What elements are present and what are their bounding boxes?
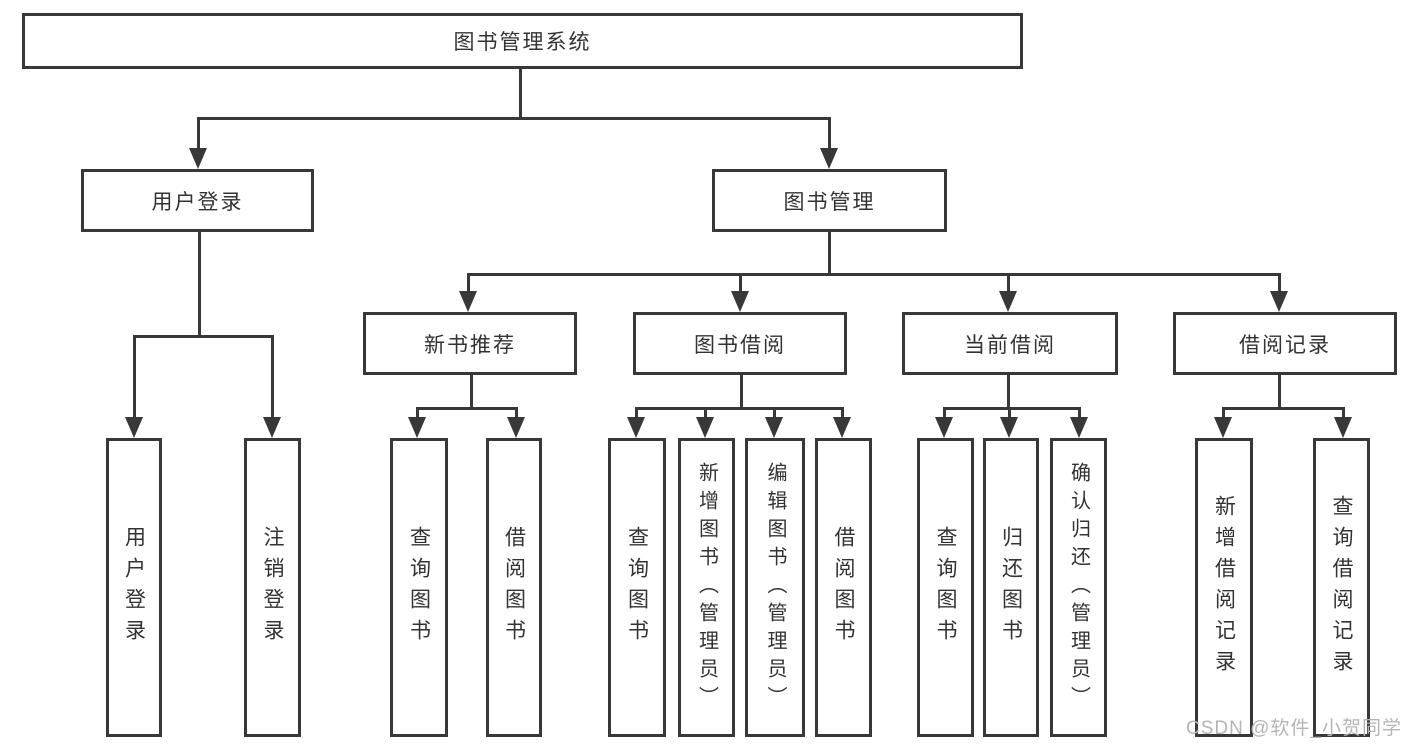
connector-drop-cb-confirm [1078,407,1081,419]
connector-br-bus [1222,407,1345,410]
arrowhead-icon [125,417,143,438]
connector-drop-cb-query [943,407,946,419]
connector-nbr-bus [416,407,518,410]
node-current-borrow: 当前借阅 [902,312,1118,375]
arrowhead-icon [820,148,838,169]
connector-cb-stem [1007,375,1010,407]
arrowhead-icon [189,148,207,169]
leaf-cb-confirm-return-admin: 确认归还（管理员） [1050,438,1107,737]
node-root: 图书管理系统 [22,13,1023,69]
arrowhead-icon [1000,417,1018,438]
arrowhead-icon [1070,417,1088,438]
connector-drop-nbr-query [416,407,419,419]
arrowhead-icon [459,291,477,312]
leaf-br-query-record: 查询借阅记录 [1313,438,1370,737]
arrowhead-icon [935,417,953,438]
connector-cb-bus [943,407,1081,410]
watermark: CSDN @软件_小贺同学 [1186,718,1402,739]
arrowhead-icon [263,417,281,438]
connector-drop-bb-add [704,407,707,419]
arrowhead-icon [1334,417,1352,438]
connector-drop-user-login [197,117,200,150]
node-new-book-recommend: 新书推荐 [363,312,577,375]
leaf-bb-borrow-book: 借阅图书 [815,438,872,737]
arrowhead-icon [833,417,851,438]
connector-drop-ul-login [133,335,136,418]
arrowhead-icon [765,417,783,438]
arrowhead-icon [1270,291,1288,312]
connector-drop-bb-edit [773,407,776,419]
node-book-management: 图书管理 [712,169,947,232]
leaf-nbr-borrow-book: 借阅图书 [486,438,542,737]
connector-bb-bus [635,407,844,410]
connector-drop-book-borrow [739,273,742,293]
arrowhead-icon [731,291,749,312]
connector-drop-new-book-recommend [467,273,470,293]
arrowhead-icon [696,417,714,438]
connector-drop-book-management [828,117,831,150]
leaf-cb-query-book: 查询图书 [917,438,974,737]
leaf-bb-edit-book-admin: 编辑图书（管理员） [745,438,805,737]
arrowhead-icon [507,417,525,438]
leaf-bb-add-book-admin: 新增图书（管理员） [678,438,735,737]
connector-drop-br-add [1222,407,1225,419]
connector-root-stem [519,69,522,117]
connector-drop-cb-return [1008,407,1011,419]
connector-nbr-stem [470,375,473,407]
connector-br-stem [1278,375,1281,407]
connector-drop-current-borrow [1007,273,1010,293]
leaf-br-add-record: 新增借阅记录 [1195,438,1253,737]
connector-bb-stem [740,375,743,407]
node-borrow-records: 借阅记录 [1173,312,1397,375]
connector-drop-br-query [1342,407,1345,419]
connector-user-login-bus [133,335,274,338]
connector-book-management-stem [828,232,831,273]
leaf-bb-query-book: 查询图书 [608,438,666,737]
leaf-logout: 注销登录 [244,438,301,737]
leaf-user-login: 用户登录 [106,438,162,737]
connector-drop-ul-logout [271,335,274,418]
connector-drop-borrow-records [1278,273,1281,293]
node-user-login: 用户登录 [81,169,314,232]
connector-l3-bus [467,273,1281,276]
connector-user-login-stem [198,232,201,335]
arrowhead-icon [999,291,1017,312]
leaf-cb-return-book: 归还图书 [983,438,1039,737]
arrowhead-icon [408,417,426,438]
connector-drop-bb-query [635,407,638,419]
connector-drop-nbr-borrow [515,407,518,419]
node-book-borrow: 图书借阅 [633,312,847,375]
connector-l2-bus [197,117,831,120]
connector-drop-bb-borrow [841,407,844,419]
leaf-nbr-query-book: 查询图书 [390,438,448,737]
arrowhead-icon [1214,417,1232,438]
arrowhead-icon [627,417,645,438]
